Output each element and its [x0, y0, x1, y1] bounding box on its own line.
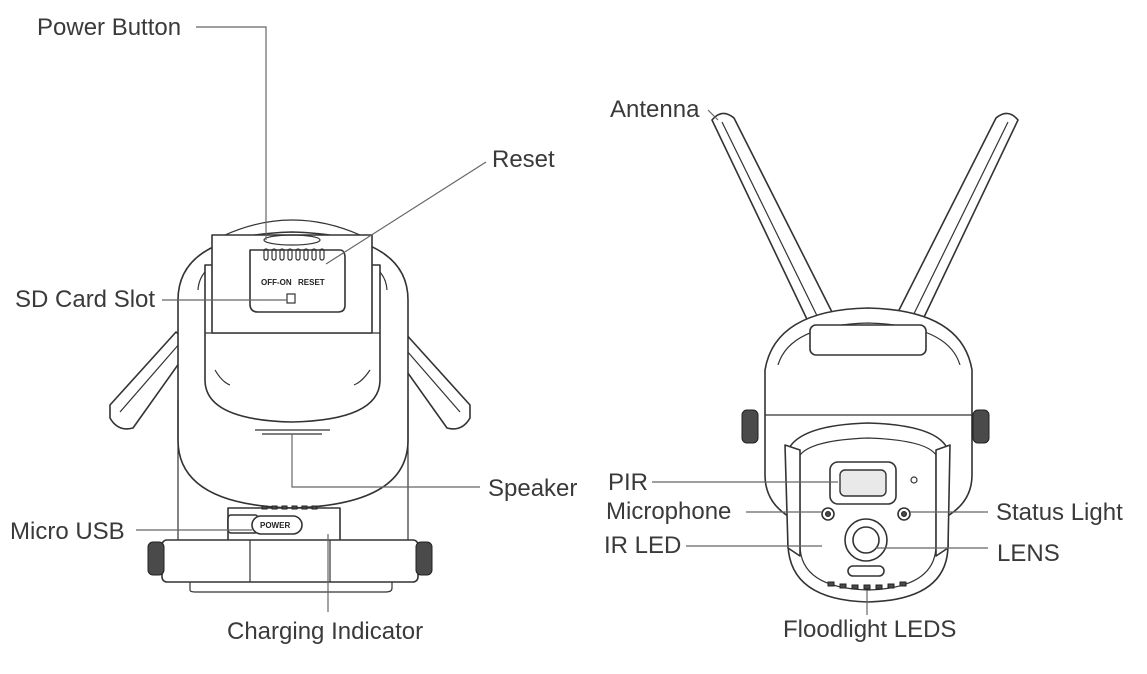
left-knob: [147, 541, 165, 576]
ir-led-strip: [847, 565, 885, 577]
power-port-label: POWER: [260, 521, 290, 530]
front-left-knob: [741, 409, 759, 444]
sd-card-slot: [286, 293, 296, 304]
label-lens: LENS: [997, 540, 1060, 567]
right-knob: [415, 541, 433, 576]
micro-usb-port: [251, 515, 303, 535]
label-reset: Reset: [492, 146, 555, 173]
reset-button-label: RESET: [298, 278, 325, 287]
off-on-switch-label: OFF-ON: [261, 278, 292, 287]
floodlight-led-dots: [827, 581, 907, 590]
status-pinhole: [910, 476, 918, 484]
label-antenna: Antenna: [610, 96, 700, 123]
control-panel: OFF-ON RESET: [249, 248, 346, 313]
front-right-knob: [972, 409, 990, 444]
label-power-button: Power Button: [37, 14, 181, 41]
label-ir-led: IR LED: [604, 532, 681, 559]
label-pir: PIR: [608, 469, 648, 496]
camera-front-view: [711, 112, 1019, 603]
vent-dots: [263, 248, 325, 261]
right-antenna: [892, 112, 1019, 337]
left-antenna: [711, 112, 838, 337]
base: POWER: [147, 505, 433, 593]
label-micro-usb: Micro USB: [10, 518, 125, 545]
leader-lines: [136, 26, 988, 615]
labels: Power Button Reset SD Card Slot Speaker …: [10, 14, 1123, 645]
label-microphone: Microphone: [606, 498, 731, 525]
label-sd-card-slot: SD Card Slot: [15, 286, 155, 313]
camera-head: [787, 422, 949, 603]
charging-indicator-dots: [261, 505, 318, 510]
camera-back-view: OFF-ON RESET POWER: [109, 219, 471, 593]
left-arm: [109, 331, 193, 430]
label-charging-indicator: Charging Indicator: [227, 618, 423, 645]
label-floodlight-leds: Floodlight LEDS: [783, 616, 956, 643]
label-status-light: Status Light: [996, 499, 1123, 526]
label-speaker: Speaker: [488, 475, 577, 502]
